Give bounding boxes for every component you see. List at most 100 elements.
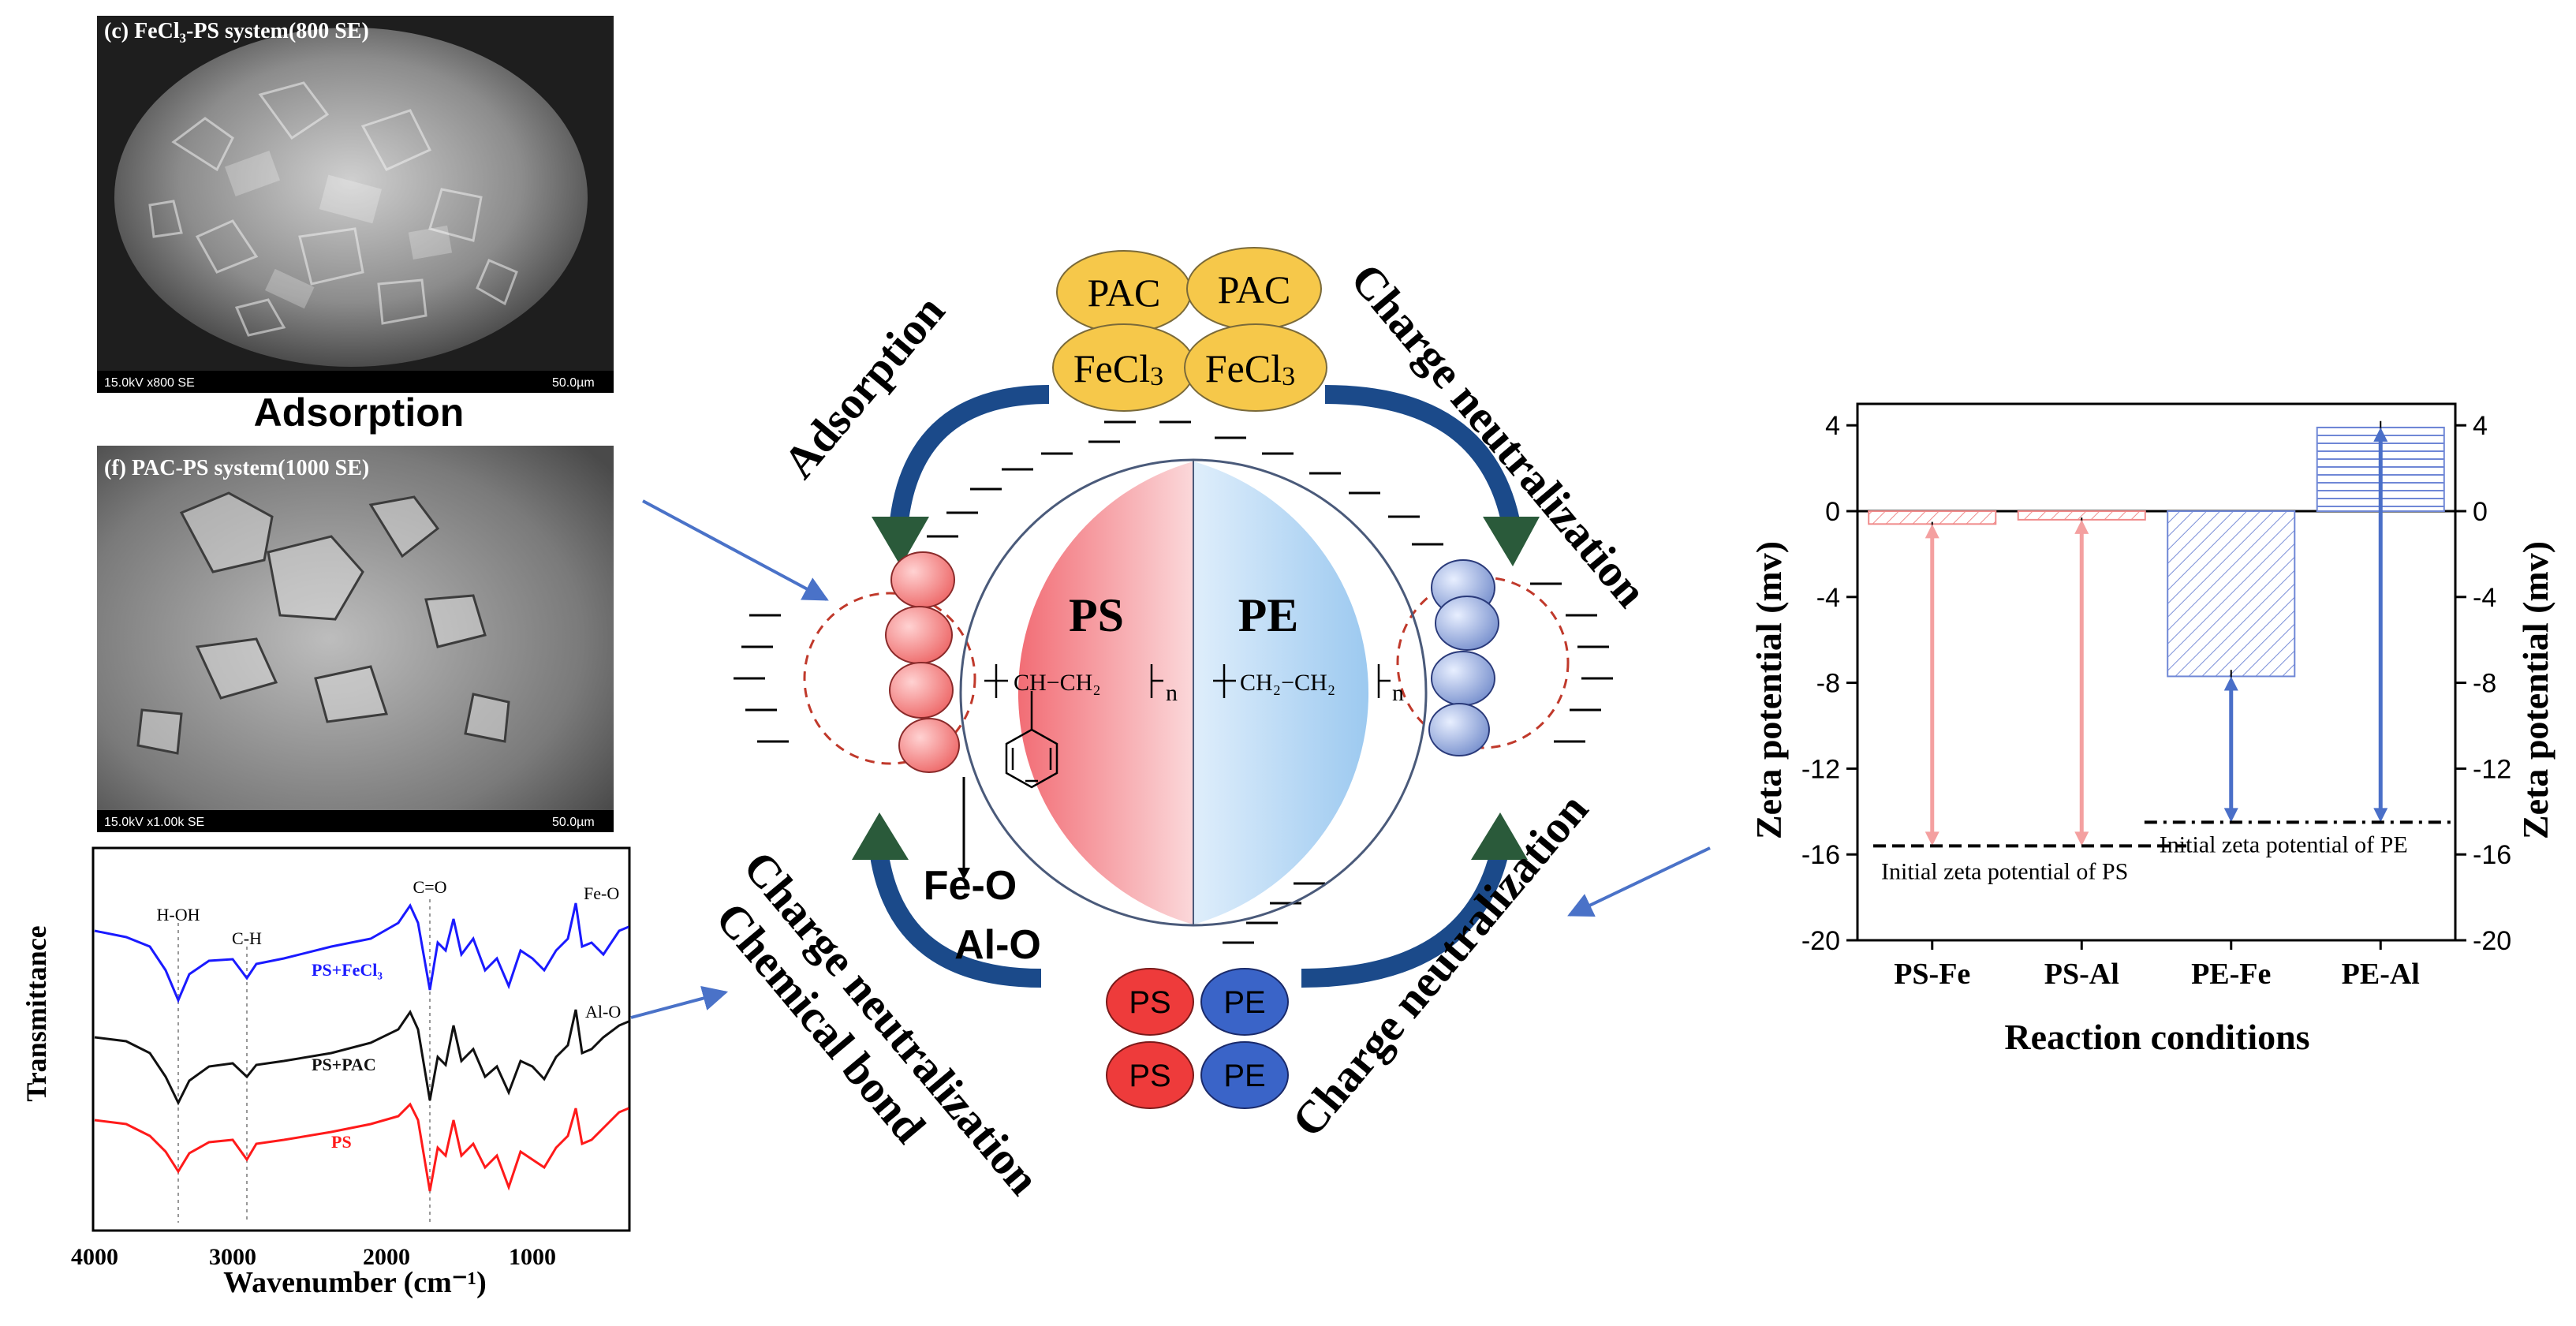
pe-repeat-n: n [1392,680,1404,706]
coagulant-fecl3-1-label: FeCl3 [1073,346,1163,391]
zeta-change-arrow-head-up [2074,519,2089,534]
adsorption-title: Adsorption [254,390,465,435]
label-charge-neutralization-top: Charge neutralization [1341,254,1657,617]
ftir-peak-ch: C-H [232,928,262,948]
sphere-pe-half [1193,461,1369,924]
arrow-charge-neutralization-left [870,854,1042,988]
ftir-peak-hoh: H-OH [157,905,200,924]
sem-mid-footer-right: 50.0µm [552,816,595,829]
negative-charge-marks [734,420,1613,944]
ps-formula: CH−CH₂ [1014,670,1101,696]
sem-top-footer-right: 50.0µm [552,376,595,390]
ftir-peak-co: C=O [413,877,447,897]
ftir-tick-4000: 4000 [71,1244,118,1270]
zeta-ytick-label-right: -4 [2473,583,2496,613]
zeta-change-arrow-head-up [2223,676,2238,691]
coagulant-fecl3-2-label: FeCl3 [1205,346,1295,391]
floc-particles-right [1428,559,1499,756]
micro-ps-2-label: PS [1129,1059,1170,1093]
sem-top-footer-left: 15.0kV x800 SE [104,376,195,390]
zeta-ytick-label-right: -20 [2473,926,2511,956]
zeta-change-arrow-head-down [2373,808,2388,823]
micro-ps-2 [1106,1041,1194,1109]
sem-image-top: 15.0kV x800 SE 50.0µm (c) FeCl₃-PS syste… [97,16,614,393]
ftir-peak-feo: Fe-O [584,883,619,903]
ftir-tick-1000: 1000 [509,1244,556,1270]
arrow-ftir-to-bond [630,985,729,1019]
zeta-ylabel-right: Zeta potential (mv) [2515,541,2555,839]
coagulant-pac-1-label: PAC [1088,271,1161,315]
ftir-xlabel: Wavenumber (cm⁻¹) [223,1266,487,1299]
ftir-spectrum: H-OH C-H C=O Fe-O Al-O PS+FeCl₃ PS+PAC P… [21,846,631,1299]
zeta-ytick-label-left: -4 [1816,583,1840,613]
bond-arrow-head [958,868,970,880]
micro-pe-2-label: PE [1223,1059,1265,1093]
ftir-x-ticks: 4000 3000 2000 1000 [71,1244,556,1270]
arrow-charge-neutralization-top [1324,385,1520,523]
ps-repeat-n: n [1166,680,1178,706]
arrow-adsorption [890,385,1050,522]
zeta-xtick-pe-al: PE-Al [2342,958,2420,991]
zeta-ytick-label-left: -8 [1816,669,1840,699]
coagulant-fecl3-2 [1184,323,1327,412]
micro-ps-1 [1106,968,1194,1036]
micro-pe-1-label: PE [1223,985,1265,1020]
pe-formula: CH₂−CH₂ [1240,670,1335,696]
zeta-change-arrow-head-up [2373,427,2388,442]
zeta-plot-frame [1856,402,2457,942]
sphere-pe-label: PE [1238,589,1299,641]
sphere-ps-half [1017,461,1193,924]
label-charge-neutralization-right: Charge neutralization [1282,783,1598,1146]
bond-fe-o: Fe-O [924,863,1017,909]
zeta-ylabel-left: Zeta potential (mv) [1749,541,1789,839]
zeta-initial-ps-label: Initial zeta potential of PS [1881,858,2128,884]
ftir-tick-3000: 3000 [209,1244,256,1270]
arrow-zeta-to-pe [1567,846,1711,917]
zeta-ytick-label-left: 4 [1825,411,1840,441]
ftir-legend-ps: PS [331,1132,352,1152]
zeta-ytick-label-right: 4 [2473,411,2488,441]
coagulant-cluster: PAC PAC FeCl3 FeCl3 [1052,247,1327,412]
zeta-change-arrow-head-down [1925,831,1939,846]
ftir-legend-ps-pac: PS+PAC [312,1055,376,1074]
sem-mid-caption: (f) PAC-PS system(1000 SE) [104,456,369,480]
micro-ps-1-label: PS [1129,985,1170,1020]
zeta-xlabel: Reaction conditions [2004,1017,2309,1057]
zeta-initial-pe-label: Initial zeta potential of PE [2160,831,2408,857]
zeta-ytick-label-left: -20 [1801,926,1840,956]
floc-boundary-left [803,592,976,765]
zeta-change-arrow-head-down [2074,831,2089,846]
sem-top-caption: (c) FeCl₃-PS system(800 SE) [104,19,369,43]
sem-mid-footer-left: 15.0kV x1.00k SE [104,816,204,829]
zeta-bar-pe-fe [2167,510,2296,678]
ftir-tick-2000: 2000 [363,1244,410,1270]
zeta-ytick-label-right: -8 [2473,669,2496,699]
pe-structure [1213,664,1391,698]
micro-pe-1 [1200,968,1289,1036]
zeta-ytick-label-left: -16 [1801,840,1840,870]
zeta-ytick-label-left: -12 [1801,754,1840,784]
ps-structure [984,664,1163,789]
ftir-line-ps-fecl3 [94,902,629,1003]
zeta-xtick-ps-al: PS-Al [2044,958,2119,991]
zeta-change-arrow-head-down [2223,808,2238,823]
micro-pe-2 [1200,1041,1289,1109]
ftir-line-ps [94,1102,629,1192]
curved-arrows [852,385,1540,988]
mechanism-center: PAC PAC FeCl3 FeCl3 [706,247,1657,1205]
ftir-ylabel: Transmittance [21,925,52,1101]
arrow-charge-neutralization-right [1301,853,1508,988]
ftir-line-ps-pac [94,1009,629,1106]
ftir-peak-alo: Al-O [585,1002,621,1022]
zeta-ytick-label-left: 0 [1825,497,1840,527]
zeta-xtick-ps-fe: PS-Fe [1894,958,1970,991]
zeta-change-arrow-head-up [1925,524,1939,539]
microplastic-cluster: PS PE PS PE [1106,968,1289,1109]
sem-image-middle: 15.0kV x1.00k SE 50.0µm (f) PAC-PS syste… [97,446,614,832]
zeta-xtick-pe-fe: PE-Fe [2191,958,2271,991]
coagulant-pac-2-label: PAC [1218,267,1291,312]
zeta-ytick-label-right: 0 [2473,497,2488,527]
